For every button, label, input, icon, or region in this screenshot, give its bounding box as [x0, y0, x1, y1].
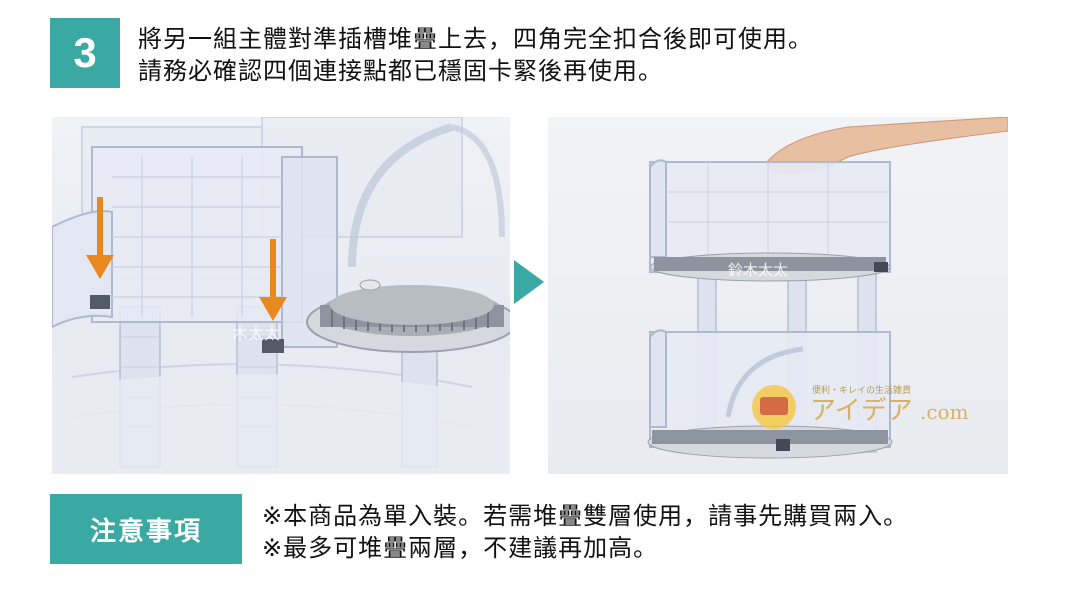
- notes-list: ※本商品為單入裝。若需堆疊雙層使用，請事先購買兩入。 ※最多可堆疊兩層，不建議再…: [262, 500, 908, 564]
- step-line-1: 將另一組主體對準插槽堆疊上去，四角完全扣合後即可使用。: [138, 25, 813, 53]
- stacked-result-illustration: 鈴木太太 便利・キレイの生活雑貨 アイデア .com: [647, 117, 1008, 459]
- brand-name: アイデア: [810, 396, 913, 426]
- step-number: 3: [73, 29, 97, 76]
- note-line-1: ※本商品為單入裝。若需堆疊雙層使用，請事先購買兩入。: [262, 502, 909, 530]
- stacking-closeup-illustration: 木太太: [52, 117, 510, 474]
- notes-label-badge: 注意事項: [50, 494, 242, 564]
- stacking-closeup-photo: 木太太: [52, 117, 510, 474]
- notes-label: 注意事項: [89, 516, 202, 547]
- brand-domain: .com: [920, 400, 969, 424]
- down-arrow-icon: [86, 197, 114, 279]
- stacked-result-photo: 鈴木太太 便利・キレイの生活雑貨 アイデア .com: [548, 117, 1008, 474]
- brand-tagline: 便利・キレイの生活雑貨: [812, 384, 911, 396]
- step-line-2: 請務必確認四個連接點都已穩固卡緊後再使用。: [138, 57, 663, 85]
- down-arrow-icon: [259, 239, 287, 321]
- step-number-badge: 3: [50, 18, 120, 88]
- brand-logo: 便利・キレイの生活雑貨 アイデア .com: [752, 384, 969, 429]
- step-instructions: 將另一組主體對準插槽堆疊上去，四角完全扣合後即可使用。 請務必確認四個連接點都已…: [138, 23, 813, 87]
- note-line-2: ※最多可堆疊兩層，不建議再加高。: [262, 534, 659, 562]
- photo-watermark: 鈴木太太: [728, 261, 788, 279]
- next-arrow-icon: [514, 260, 544, 304]
- photo-watermark: 木太太: [232, 324, 280, 343]
